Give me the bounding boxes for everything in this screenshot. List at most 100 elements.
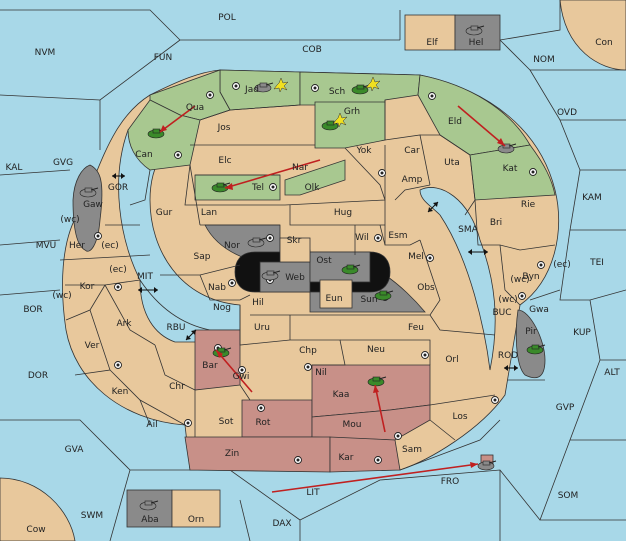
rbu-dbl	[185, 329, 197, 341]
land-label-Nab: Nab	[208, 283, 226, 293]
sc-Los	[491, 396, 499, 404]
land-label-Ver: Ver	[85, 341, 100, 351]
land-Gaw[interactable]	[72, 164, 103, 252]
sea-label-23: ALT	[604, 368, 620, 378]
sea-label-2: FUN	[154, 53, 173, 63]
sc-Kor	[114, 283, 122, 291]
land-label-Aba: Aba	[141, 515, 158, 525]
sc-Can	[174, 151, 182, 159]
land-Ost[interactable]	[309, 251, 371, 283]
unit-Tel[interactable]	[211, 182, 231, 193]
land-Olk-green	[284, 159, 346, 196]
land-label-Mou: Mou	[343, 420, 362, 430]
land-label-Rie: Rie	[521, 200, 536, 210]
arrow-Eld-Kat	[457, 105, 506, 147]
land-borders	[59, 100, 556, 471]
land-label-Web: Web	[285, 273, 305, 283]
sea-label-21: ROD	[498, 351, 518, 361]
land-label-Orn: Orn	[188, 515, 204, 525]
sea-label-10: KAM	[582, 193, 602, 203]
unit-Aba[interactable]	[139, 500, 159, 511]
red-territories	[184, 329, 494, 473]
sea-label-26: FRO	[441, 477, 460, 487]
land-label-Hel: Hel	[469, 38, 484, 48]
land-label-Grh: Grh	[344, 107, 360, 117]
land-label-Hil: Hil	[252, 298, 264, 308]
unit-Hel[interactable]	[465, 25, 485, 36]
land-Tel[interactable]	[194, 174, 281, 201]
land-label-Nog: Nog	[213, 303, 231, 313]
sc-Sam	[394, 432, 402, 440]
land-label-Uru: Uru	[254, 323, 270, 333]
sea-label-28: LIT	[306, 488, 320, 498]
sea-label-24: GVP	[556, 403, 575, 413]
sc-Nor	[266, 234, 274, 242]
land-label-Eun: Eun	[325, 294, 342, 304]
unit-Ost[interactable]	[341, 264, 361, 275]
land-Orn[interactable]	[171, 489, 221, 528]
sea-label-0: POL	[218, 13, 236, 23]
unit-Kaa[interactable]	[367, 376, 387, 387]
land-label-Orl: Orl	[445, 355, 458, 365]
land-label-Qua: Qua	[186, 103, 204, 113]
unit-Web[interactable]	[261, 270, 281, 281]
sc-Qua	[206, 91, 214, 99]
unit-FRO[interactable]	[477, 460, 497, 471]
land-label-Zin: Zin	[225, 449, 239, 459]
land-Skr[interactable]	[279, 237, 311, 263]
sc-Sch	[311, 84, 319, 92]
unit-Gaw[interactable]	[79, 187, 99, 198]
burst-Jad	[273, 77, 289, 93]
coast-label-3: (wc)	[52, 291, 71, 301]
land-Eun[interactable]	[319, 279, 353, 309]
sea-label-27: SOM	[558, 491, 579, 501]
sc-Ail	[184, 419, 192, 427]
unit-Kat[interactable]	[497, 143, 517, 154]
sea-label-30: DAX	[272, 519, 291, 529]
land-Rot[interactable]	[241, 399, 313, 438]
land-label-Nil: Nil	[315, 368, 327, 378]
unit-Sun[interactable]	[374, 290, 394, 301]
land-label-Bri: Bri	[490, 218, 502, 228]
double-arrows	[112, 173, 518, 371]
coast-label-0: (wc)	[510, 275, 529, 285]
land-Zin[interactable]	[184, 436, 331, 473]
land-label-Kat: Kat	[503, 164, 518, 174]
sea-label-1: NVM	[35, 48, 56, 58]
sc-Eld	[428, 92, 436, 100]
land-label-Ken: Ken	[112, 387, 129, 397]
unit-Nor[interactable]	[247, 237, 267, 248]
unit-Pir[interactable]	[526, 344, 546, 355]
unit-Jad[interactable]	[254, 82, 274, 93]
sc-Gwi	[238, 366, 246, 374]
land-Grh[interactable]	[314, 101, 386, 149]
sea-label-11: MVU	[36, 241, 57, 251]
land-label-Kar: Kar	[339, 453, 354, 463]
burst-Sch	[365, 76, 381, 92]
land-label-Sap: Sap	[194, 252, 211, 262]
sea-label-13: SMA	[458, 225, 478, 235]
sea-label-5: Con	[595, 38, 613, 48]
land-label-Sam: Sam	[402, 445, 422, 455]
land-label-Olk: Olk	[305, 183, 321, 193]
arrow-LIT-FRO	[271, 462, 479, 493]
sea-label-17: (ec)	[109, 265, 127, 275]
land-Elf[interactable]	[404, 14, 456, 51]
sc-Kar	[374, 456, 382, 464]
land-label-Tel: Tel	[251, 183, 264, 193]
land-Pir[interactable]	[515, 309, 546, 379]
sc-Nil	[304, 363, 312, 371]
land-label-Gwa: Gwa	[529, 305, 549, 315]
land-label-Gaw: Gaw	[83, 200, 103, 210]
sea-label-19: KUP	[573, 328, 591, 338]
sc-Yok	[378, 169, 386, 177]
sea-label-22: DOR	[28, 371, 48, 381]
land-Kat[interactable]	[469, 144, 556, 201]
land-label-Sch: Sch	[329, 87, 345, 97]
arrow-Nar-Tel	[224, 159, 321, 190]
land-label-Jos: Jos	[217, 123, 231, 133]
sea-label-20: RBU	[166, 323, 185, 333]
sea-label-16: MIT	[137, 272, 153, 282]
sea-label-12: (wc)	[60, 215, 79, 225]
